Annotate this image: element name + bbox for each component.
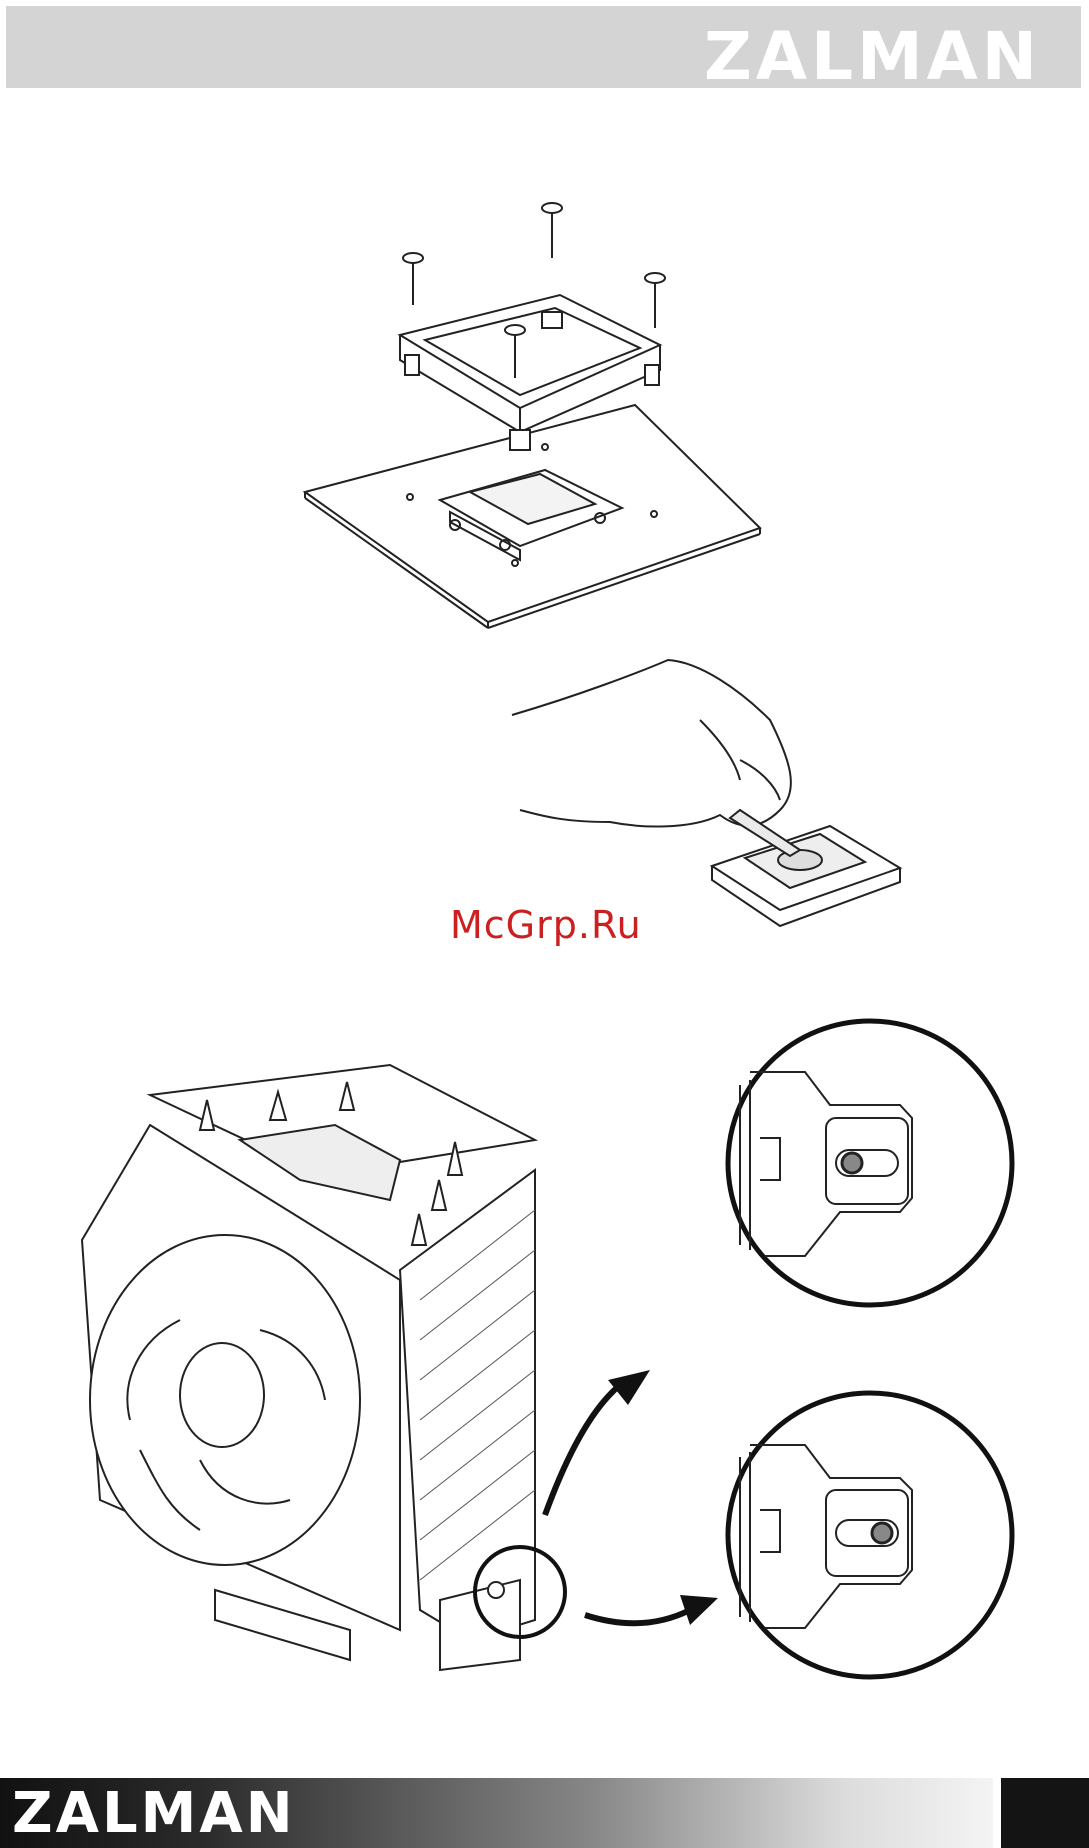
footer-logo: ZALMAN	[12, 1786, 296, 1842]
footer-tab	[1001, 1778, 1089, 1848]
screw-right	[872, 1523, 892, 1543]
